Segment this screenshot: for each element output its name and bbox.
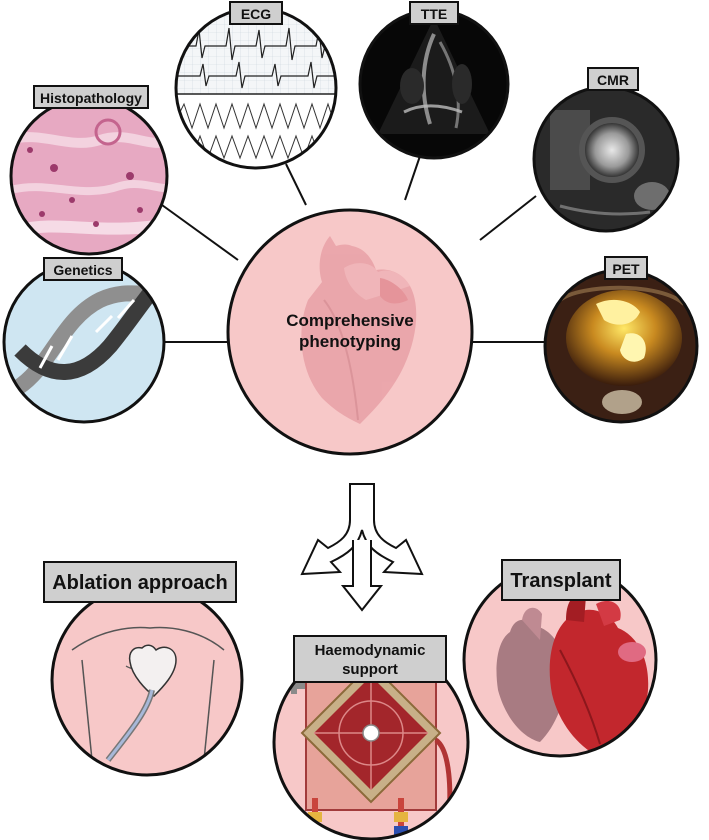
pump-device-icon [300,662,442,811]
branching-arrow [300,483,424,612]
heart-icon [496,619,566,742]
transplant-label: Transplant [510,570,611,592]
tte-label: TTE [421,6,447,22]
pet-node: PET [543,256,699,424]
cmr-label: CMR [597,72,629,88]
histopathology-label: Histopathology [40,90,142,106]
heart-icon [301,236,417,424]
haemodynamic-label-line1: Haemodynamic [315,642,426,659]
center-title-line1: Comprehensive [286,311,414,330]
ecg-node: ECG [174,1,338,170]
pet-label: PET [612,261,640,277]
histopathology-node: Histopathology [9,85,169,256]
genetics-node: Genetics [2,257,166,424]
cmr-node: CMR [532,67,680,233]
ecg-label: ECG [241,6,271,22]
transplant-node: Transplant [462,559,658,758]
haemodynamic-label-line2: support [342,661,398,678]
connector-lines [161,155,545,343]
ablation-node: Ablation approach [43,561,244,777]
heart-icon [128,644,177,697]
center-circle: Comprehensive phenotyping [226,208,474,456]
center-title-line2: phenotyping [299,332,401,351]
genetics-label: Genetics [53,262,112,278]
ablation-label: Ablation approach [52,572,228,594]
tte-node: TTE [358,1,510,160]
haemodynamic-node: Haemodynamic support [272,635,470,840]
